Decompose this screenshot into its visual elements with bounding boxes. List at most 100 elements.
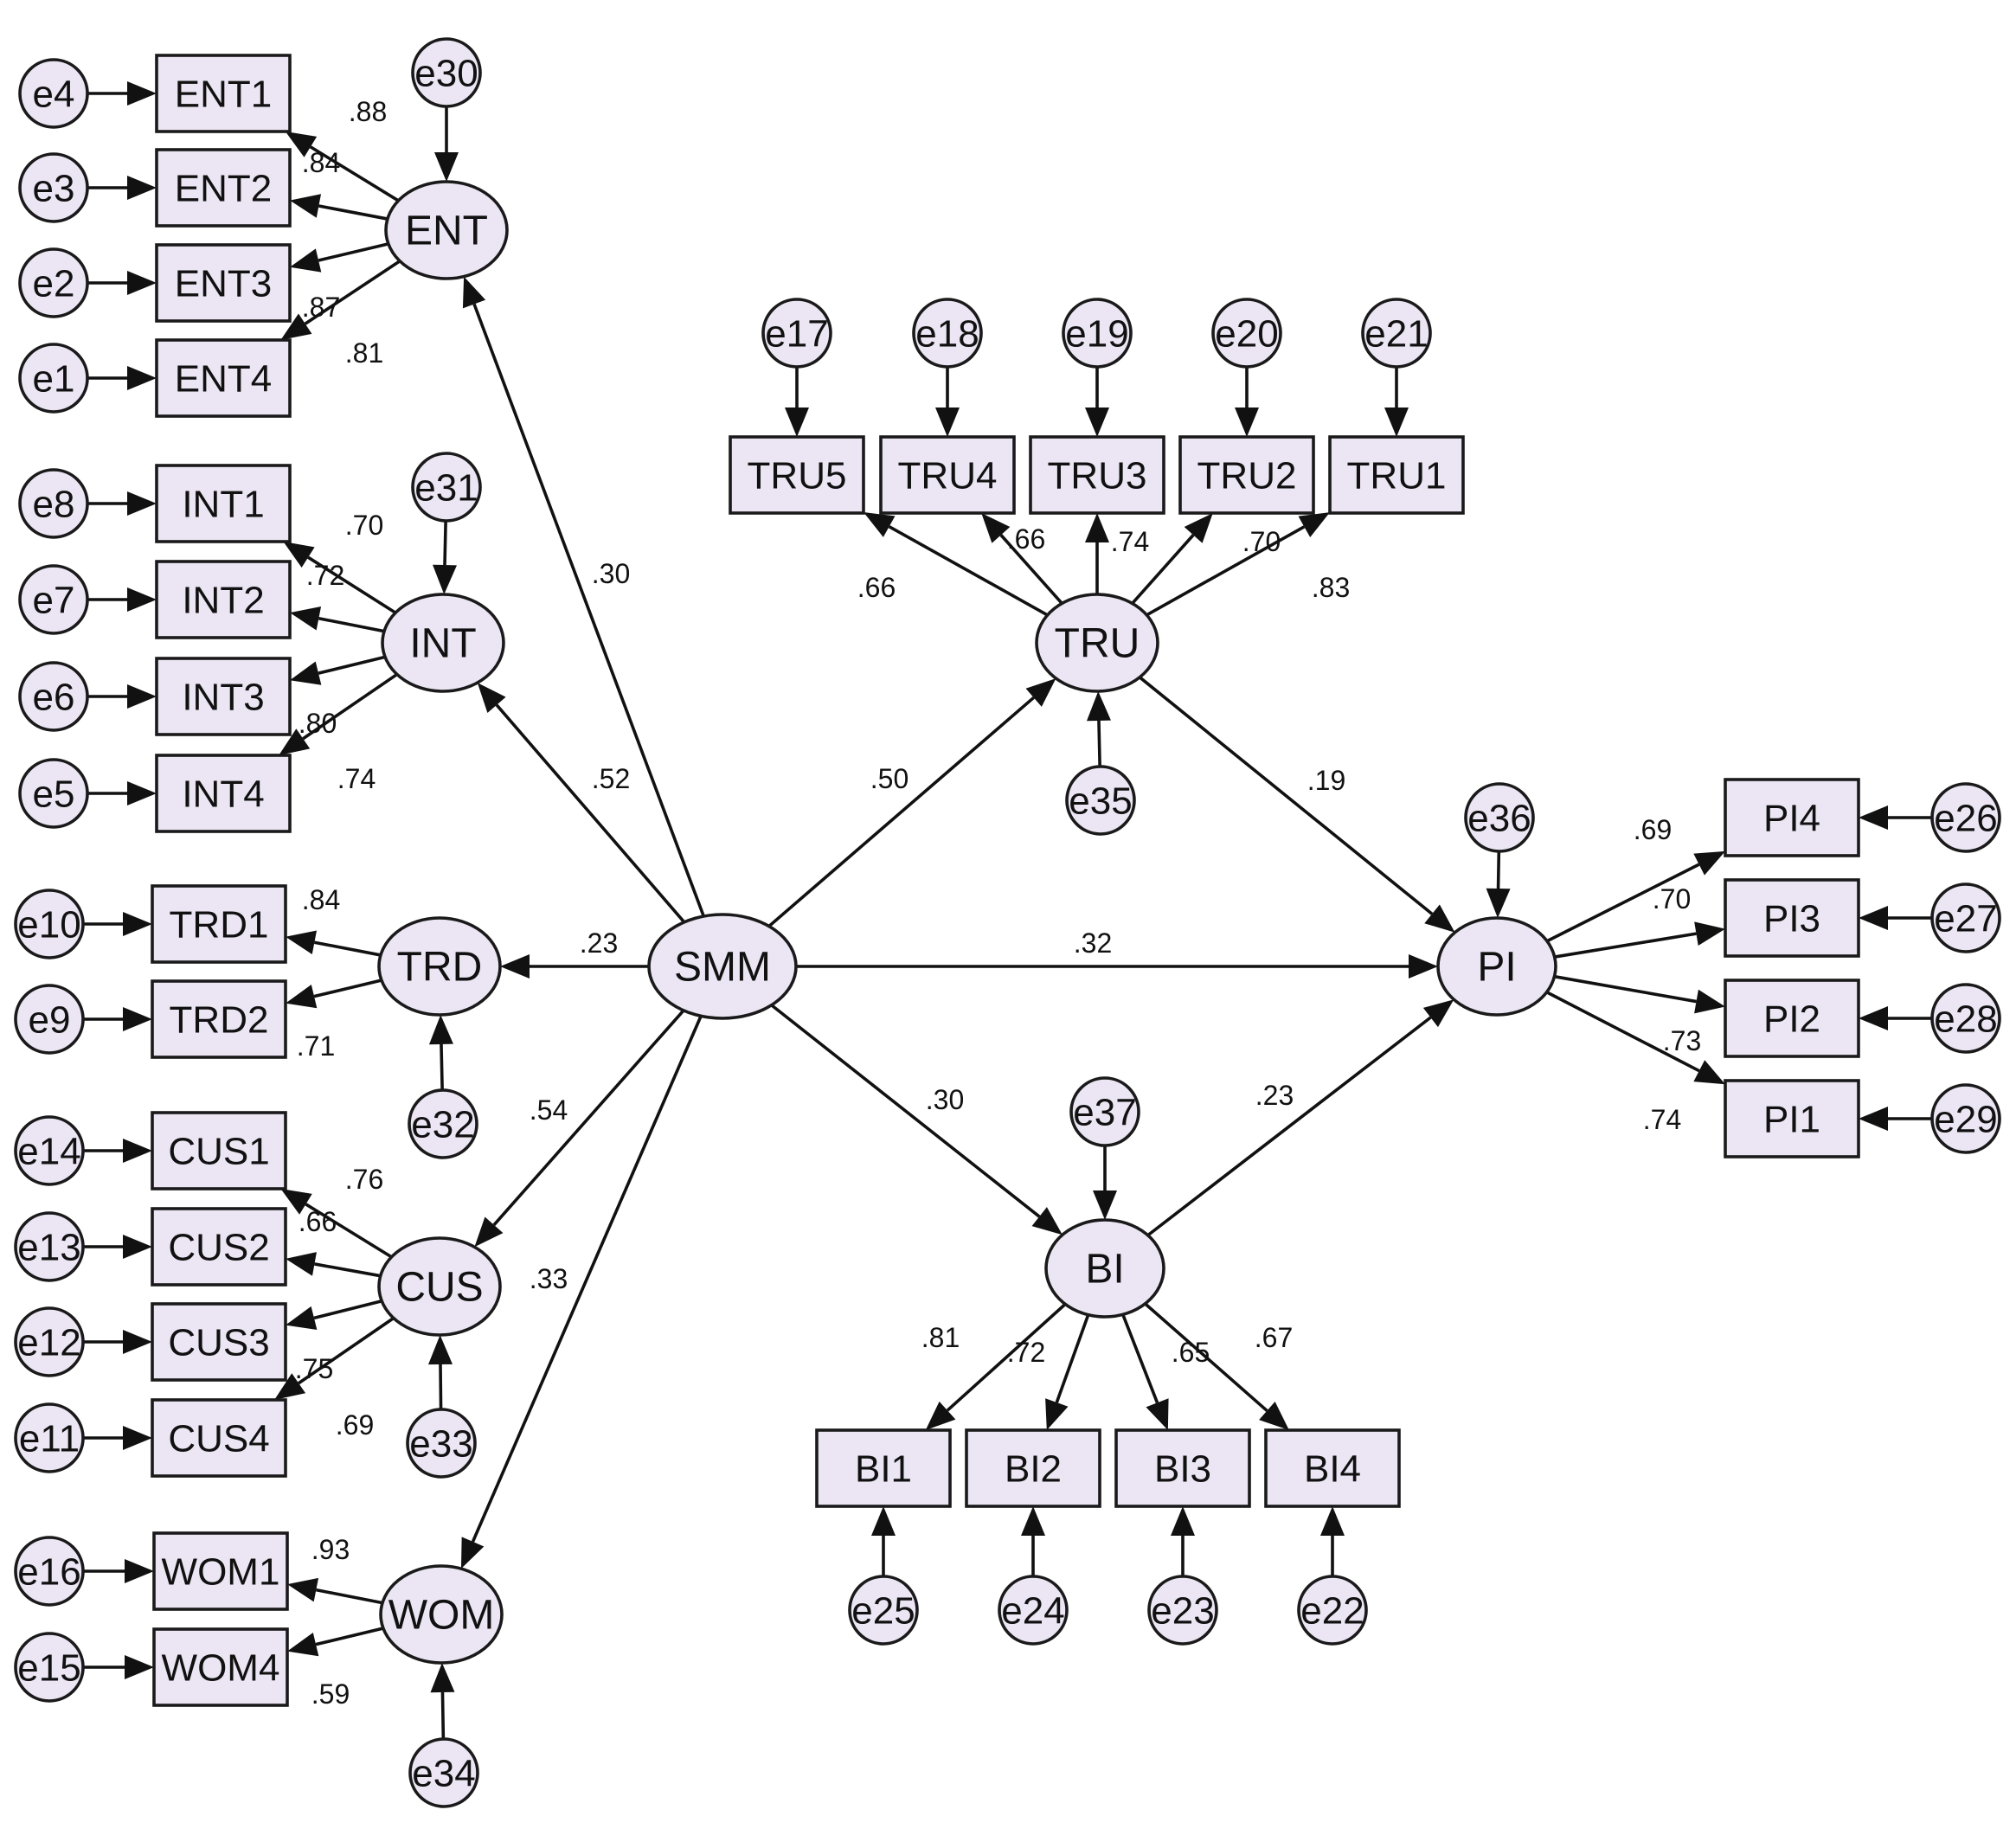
indicator-cus3: CUS3 (151, 1302, 287, 1382)
loading-arrow-bi3 (1121, 1313, 1159, 1403)
error-arrow-e6-arrowhead (127, 684, 157, 709)
loading-arrow-bi1 (946, 1303, 1067, 1412)
error-arrow-e25-arrowhead (871, 1506, 896, 1536)
error-circle (1297, 1575, 1368, 1646)
indicator-pi3: PI3 (1724, 878, 1860, 958)
error-arrow-e31 (443, 520, 447, 566)
loading-arrow-tru1-arrowhead (1298, 512, 1330, 538)
error-e23: e23 (1147, 1575, 1218, 1646)
indicator-label: ENT1 (175, 74, 272, 116)
error-label: e30 (414, 53, 478, 95)
error-e1: e1 (18, 343, 89, 414)
error-label: e11 (19, 1418, 80, 1460)
loading-coefficient-int1: .70 (345, 510, 383, 541)
error-label: e34 (412, 1753, 475, 1795)
loading-arrow-cus3 (313, 1300, 382, 1320)
path-coefficient-smm-bi: .30 (926, 1084, 964, 1115)
indicator-label: BI3 (1154, 1448, 1211, 1491)
error-label: e15 (17, 1647, 80, 1690)
error-arrow-e29-arrowhead (1859, 1107, 1888, 1131)
error-label: e7 (33, 580, 75, 622)
indicator-ent3: ENT3 (155, 243, 292, 323)
latent-ellipse (384, 180, 509, 280)
latent-pi: PI (1436, 916, 1557, 1017)
loading-arrow-cus3-arrowhead (286, 1306, 318, 1330)
loading-arrow-int1 (307, 555, 397, 614)
indicator-box (1264, 1428, 1401, 1508)
indicator-box (155, 657, 292, 736)
error-label: e9 (29, 999, 71, 1042)
indicator-label: INT3 (182, 677, 264, 719)
latent-ellipse (377, 1236, 502, 1337)
error-arrow-e14-arrowhead (123, 1139, 152, 1163)
error-label: e35 (1069, 780, 1132, 823)
indicator-label: CUS3 (168, 1322, 269, 1364)
edges-layer (83, 81, 1932, 1740)
loading-arrow-tru4 (999, 534, 1063, 605)
error-label: e32 (411, 1104, 474, 1146)
error-circle (1062, 298, 1133, 369)
indicator-int3: INT3 (155, 657, 292, 736)
error-label: e10 (17, 904, 80, 947)
indicator-tru5: TRU5 (729, 435, 865, 515)
error-e34: e34 (408, 1737, 479, 1808)
error-arrow-e4-arrowhead (127, 81, 157, 106)
error-e6: e6 (18, 661, 89, 732)
latent-ellipse (381, 593, 505, 693)
loading-arrow-trd1-arrowhead (286, 930, 318, 954)
indicator-bi4: BI4 (1264, 1428, 1401, 1508)
error-e36: e36 (1464, 782, 1535, 853)
path-arrow-tru-pi-arrowhead (1424, 904, 1455, 933)
loading-coefficient-cus2: .66 (299, 1206, 337, 1237)
error-circle (18, 247, 89, 318)
indicator-box (151, 1207, 287, 1287)
error-arrow-e16-arrowhead (125, 1559, 154, 1583)
error-label: e4 (33, 74, 75, 116)
error-label: e16 (17, 1551, 80, 1594)
loading-arrow-ent3 (318, 242, 389, 262)
error-circle (408, 1088, 478, 1159)
loading-arrow-cus1-arrowhead (280, 1189, 312, 1215)
loading-arrow-pi4-arrowhead (1693, 850, 1725, 876)
error-arrow-e32-arrowhead (428, 1014, 453, 1045)
error-arrow-e37-arrowhead (1093, 1190, 1117, 1220)
loading-arrow-cus4-arrowhead (274, 1373, 306, 1400)
loading-coefficient-tru5: .66 (857, 572, 896, 603)
indicator-ent1: ENT1 (155, 54, 292, 133)
loading-coefficient-bi1: .81 (921, 1322, 960, 1353)
error-label: e28 (1934, 998, 1997, 1041)
loading-arrow-tru2 (1131, 534, 1195, 605)
error-label: e26 (1934, 798, 1997, 840)
error-e29: e29 (1930, 1083, 2001, 1154)
error-e37: e37 (1069, 1076, 1140, 1147)
error-circle (408, 1737, 479, 1808)
indicator-label: TRU4 (898, 455, 998, 497)
error-arrow-e34-arrowhead (430, 1662, 455, 1693)
error-circle (14, 1306, 85, 1377)
indicator-label: TRU5 (748, 455, 847, 497)
path-arrow-smm-trd-arrowhead (500, 954, 530, 979)
error-label: e14 (17, 1131, 80, 1173)
latent-ellipse (647, 913, 798, 1020)
indicator-wom1: WOM1 (152, 1531, 289, 1611)
indicator-box (155, 754, 292, 833)
path-coefficient-bi-pi: .23 (1255, 1080, 1294, 1111)
latent-trd: TRD (377, 916, 502, 1017)
indicator-ent2: ENT2 (155, 148, 292, 228)
path-coefficient-smm-cus: .54 (530, 1094, 568, 1126)
error-e22: e22 (1297, 1575, 1368, 1646)
path-arrow-smm-wom-arrowhead (460, 1537, 485, 1569)
error-circle (761, 298, 832, 369)
indicator-bi3: BI3 (1114, 1428, 1251, 1508)
error-arrow-e1-arrowhead (127, 366, 157, 390)
latent-tru: TRU (1035, 593, 1159, 693)
error-label: e20 (1215, 313, 1278, 356)
error-e10: e10 (14, 889, 85, 959)
error-e15: e15 (14, 1632, 85, 1703)
indicator-label: INT1 (182, 484, 264, 526)
indicator-box (155, 560, 292, 639)
error-circle (18, 58, 89, 129)
indicator-label: CUS4 (168, 1418, 269, 1460)
error-arrow-e33 (439, 1364, 443, 1410)
